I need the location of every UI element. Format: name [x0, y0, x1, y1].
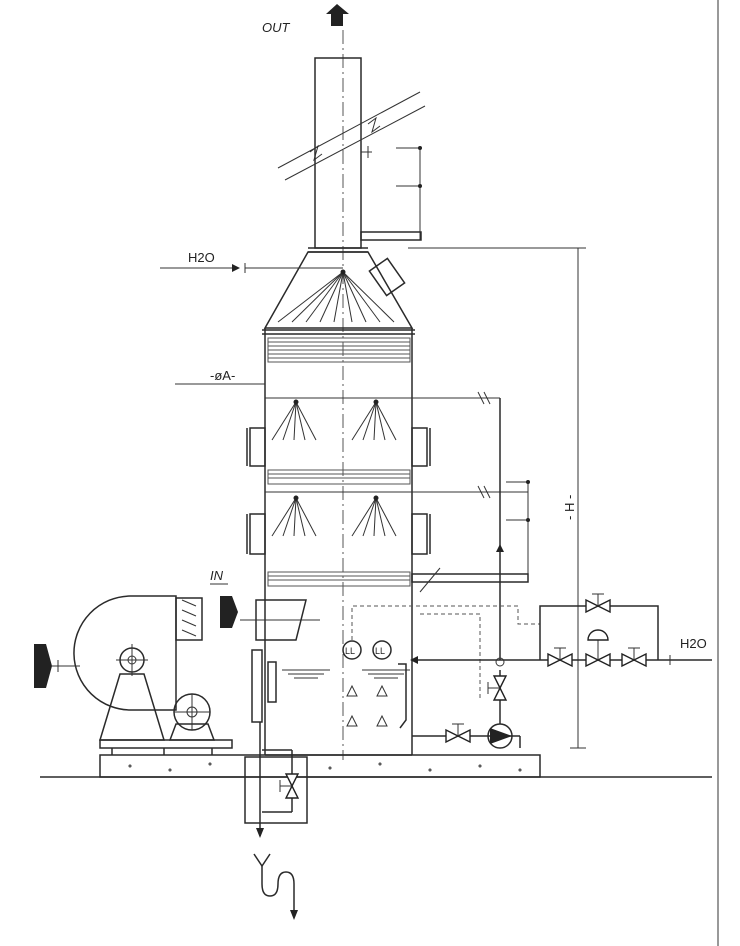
drain-trap — [261, 866, 295, 912]
sump-water-level — [282, 669, 410, 679]
control-valve-icon — [585, 629, 611, 668]
cone-transition — [263, 251, 414, 329]
level-probes — [346, 684, 388, 727]
manhole-right-2 — [411, 513, 428, 555]
foundation-slab — [99, 754, 541, 778]
makeup-valve-1-icon — [547, 647, 573, 668]
gas-inlet-duct — [255, 599, 307, 641]
h2o-top-label: H2O — [188, 250, 215, 265]
diameter-label: -øA- — [210, 368, 235, 383]
sight-glass — [251, 649, 263, 723]
drain-funnel — [253, 853, 271, 868]
lower-spray-nozzles — [271, 497, 397, 537]
drain-pit — [244, 756, 308, 824]
break-symbol-icon — [309, 144, 323, 162]
packing-stage-1 — [267, 469, 411, 485]
level-switch-2: LL — [375, 646, 385, 656]
h2o-right-label: H2O — [680, 636, 707, 651]
in-arrow-icon — [220, 596, 238, 628]
manhole-left-1 — [249, 427, 266, 467]
makeup-valve-2-icon — [621, 647, 647, 668]
duct-break-line — [277, 91, 421, 169]
out-arrow-icon — [326, 4, 349, 26]
centrifugal-fan — [73, 595, 177, 741]
pump-discharge-valve-icon — [487, 675, 508, 701]
mist-eliminator — [267, 337, 411, 363]
height-label: - H - — [562, 495, 577, 520]
level-switch-1: LL — [345, 646, 355, 656]
out-label: OUT — [262, 20, 291, 35]
fan-inlet-arrow-icon — [34, 644, 52, 688]
overflow-return-pipe — [411, 573, 529, 583]
exhaust-stack — [314, 57, 362, 249]
manhole-right-1 — [411, 427, 428, 467]
inspection-port — [368, 257, 406, 297]
pump-suction-valve-icon — [445, 723, 471, 744]
h2o-arrow-icon — [232, 264, 240, 272]
fan-outlet-damper — [175, 597, 203, 641]
concrete-hatch — [128, 762, 522, 772]
demister-spray — [277, 271, 395, 323]
drain-valve-icon — [279, 773, 300, 799]
bypass-valve-icon — [585, 593, 611, 614]
overflow-pipe — [360, 231, 422, 241]
flow-up-arrow-icon — [496, 544, 504, 552]
packing-stage-2 — [267, 571, 411, 587]
in-label: IN — [210, 568, 224, 583]
fan-base-frame — [99, 739, 233, 749]
upper-spray-nozzles — [271, 401, 397, 441]
pump-icon — [490, 728, 512, 744]
manhole-left-2 — [249, 513, 266, 555]
